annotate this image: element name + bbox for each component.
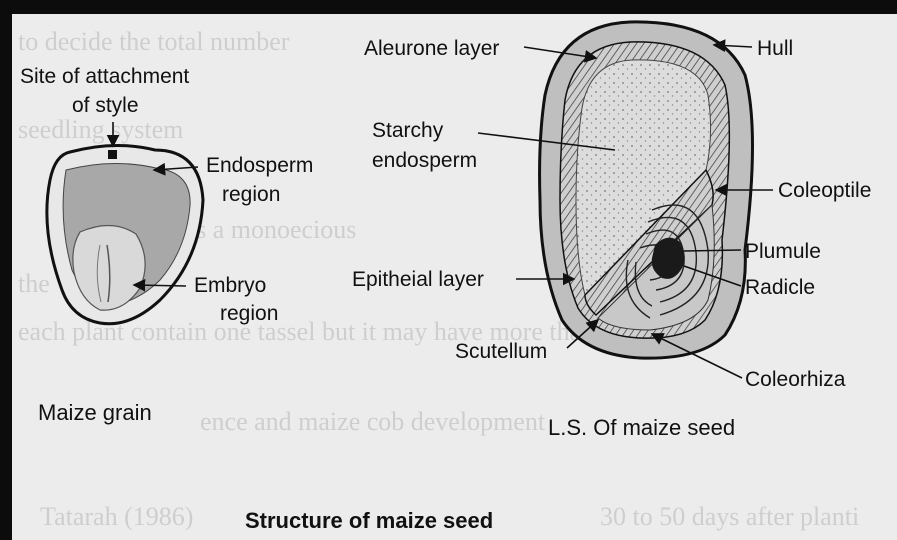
coleorhiza-label: Coleorhiza (745, 368, 846, 391)
bleed-line: the (18, 269, 50, 298)
seed-caption: L.S. Of maize seed (548, 415, 735, 440)
epithelial-label: Epitheial layer (352, 268, 484, 291)
attachment-label-line1: Site of attachment (20, 65, 189, 88)
scutellum-label: Scutellum (455, 340, 547, 363)
plumule-pointer (684, 250, 741, 251)
coleoptile-label: Coleoptile (778, 179, 871, 202)
bleed-line: seedling system (18, 115, 183, 144)
aleurone-label: Aleurone layer (364, 37, 499, 60)
endosperm-label-line2: region (222, 183, 280, 206)
grain-caption: Maize grain (38, 400, 152, 425)
endosperm-label-line1: Endosperm (206, 154, 313, 177)
bleed-line: to decide the total number (18, 27, 290, 56)
starchy-label-line2: endosperm (372, 149, 477, 172)
embryo-pointer (134, 285, 186, 286)
plumule-label: Plumule (745, 240, 821, 263)
figure-title: Structure of maize seed (245, 508, 493, 533)
embryo-label-line1: Embryo (194, 274, 266, 297)
hull-label: Hull (757, 37, 793, 60)
bleed-line: Tatarah (1986) (40, 502, 193, 531)
starchy-label-line1: Starchy (372, 119, 444, 142)
style-attachment-mark (108, 150, 117, 159)
bleed-line: 30 to 50 days after planti (600, 502, 859, 531)
bleed-line: ence and maize cob development (200, 407, 546, 436)
embryo-label-line2: region (220, 302, 278, 325)
radicle-label: Radicle (745, 276, 815, 299)
attachment-label-line2: of style (72, 94, 139, 117)
